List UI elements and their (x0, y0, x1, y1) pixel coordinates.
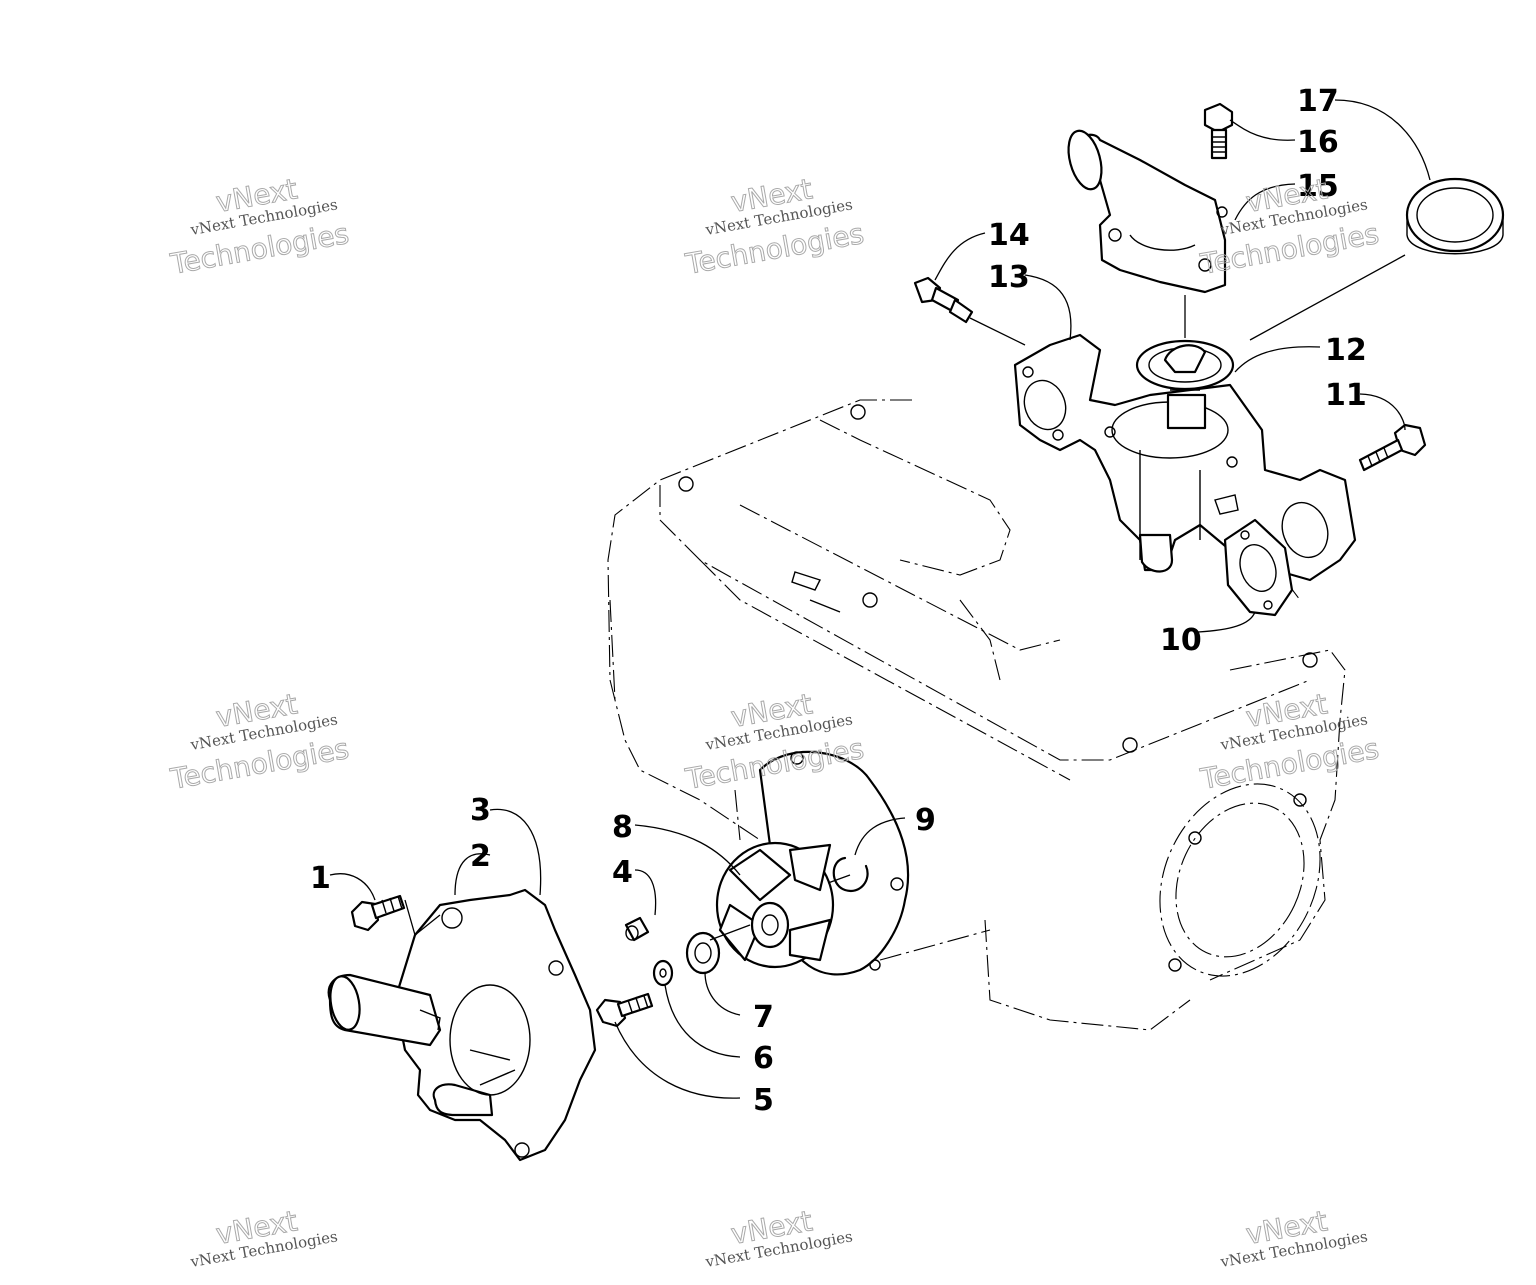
callout-labels: 1 2 3 4 5 6 7 8 9 10 11 12 13 14 15 16 1… (310, 84, 1367, 1118)
align-line-1 (404, 899, 441, 937)
bolt-16 (1203, 102, 1234, 160)
watermark-top-left: vNext vNext Technologies Technologies (167, 172, 352, 282)
callout-3: 3 (470, 793, 491, 828)
gasket-10 (1223, 518, 1294, 617)
circlip-9 (827, 856, 869, 893)
pin-4 (624, 916, 650, 942)
callout-9: 9 (915, 803, 936, 838)
bolt-5 (595, 992, 654, 1028)
bolt-11 (1358, 423, 1427, 472)
temp-sensor-14 (913, 276, 974, 324)
callout-6: 6 (753, 1041, 774, 1076)
impeller-8 (709, 841, 835, 969)
o-ring-17 (1405, 177, 1505, 255)
callout-1: 1 (310, 861, 331, 896)
callout-7: 7 (753, 1000, 774, 1035)
water-pump-cover-3 (327, 888, 597, 1162)
callout-2: 2 (470, 839, 491, 874)
callout-17: 17 (1297, 84, 1339, 119)
watermark-mid-right: vNext vNext Technologies Technologies (1197, 687, 1382, 797)
seal-7 (685, 931, 721, 975)
watermark-bottom-left: vNext vNext Technologies (188, 1204, 339, 1271)
callout-4: 4 (612, 855, 633, 890)
watermark-bottom-center: vNext vNext Technologies (703, 1204, 854, 1271)
callout-8: 8 (612, 810, 633, 845)
watermark-bottom-right: vNext vNext Technologies (1218, 1204, 1369, 1271)
callout-14: 14 (988, 218, 1030, 253)
watermark-mid-left: vNext vNext Technologies Technologies (167, 687, 352, 797)
callout-11: 11 (1325, 378, 1367, 413)
washer-6 (652, 959, 674, 987)
callout-16: 16 (1297, 125, 1339, 160)
callout-12: 12 (1325, 333, 1367, 368)
callout-5: 5 (753, 1083, 774, 1118)
callout-13: 13 (988, 260, 1030, 295)
align-line-14 (969, 317, 1026, 346)
callout-10: 10 (1160, 623, 1202, 658)
bolt-1 (350, 894, 406, 932)
thermostat-12 (1135, 339, 1235, 430)
callout-15: 15 (1297, 169, 1339, 204)
thermostat-housing-assembly (1013, 333, 1357, 582)
watermark-top-center: vNext vNext Technologies Technologies (682, 172, 867, 282)
leader-lines (329, 99, 1431, 1099)
align-line-17 (1249, 254, 1406, 341)
thermostat-cover-15 (1067, 129, 1228, 294)
